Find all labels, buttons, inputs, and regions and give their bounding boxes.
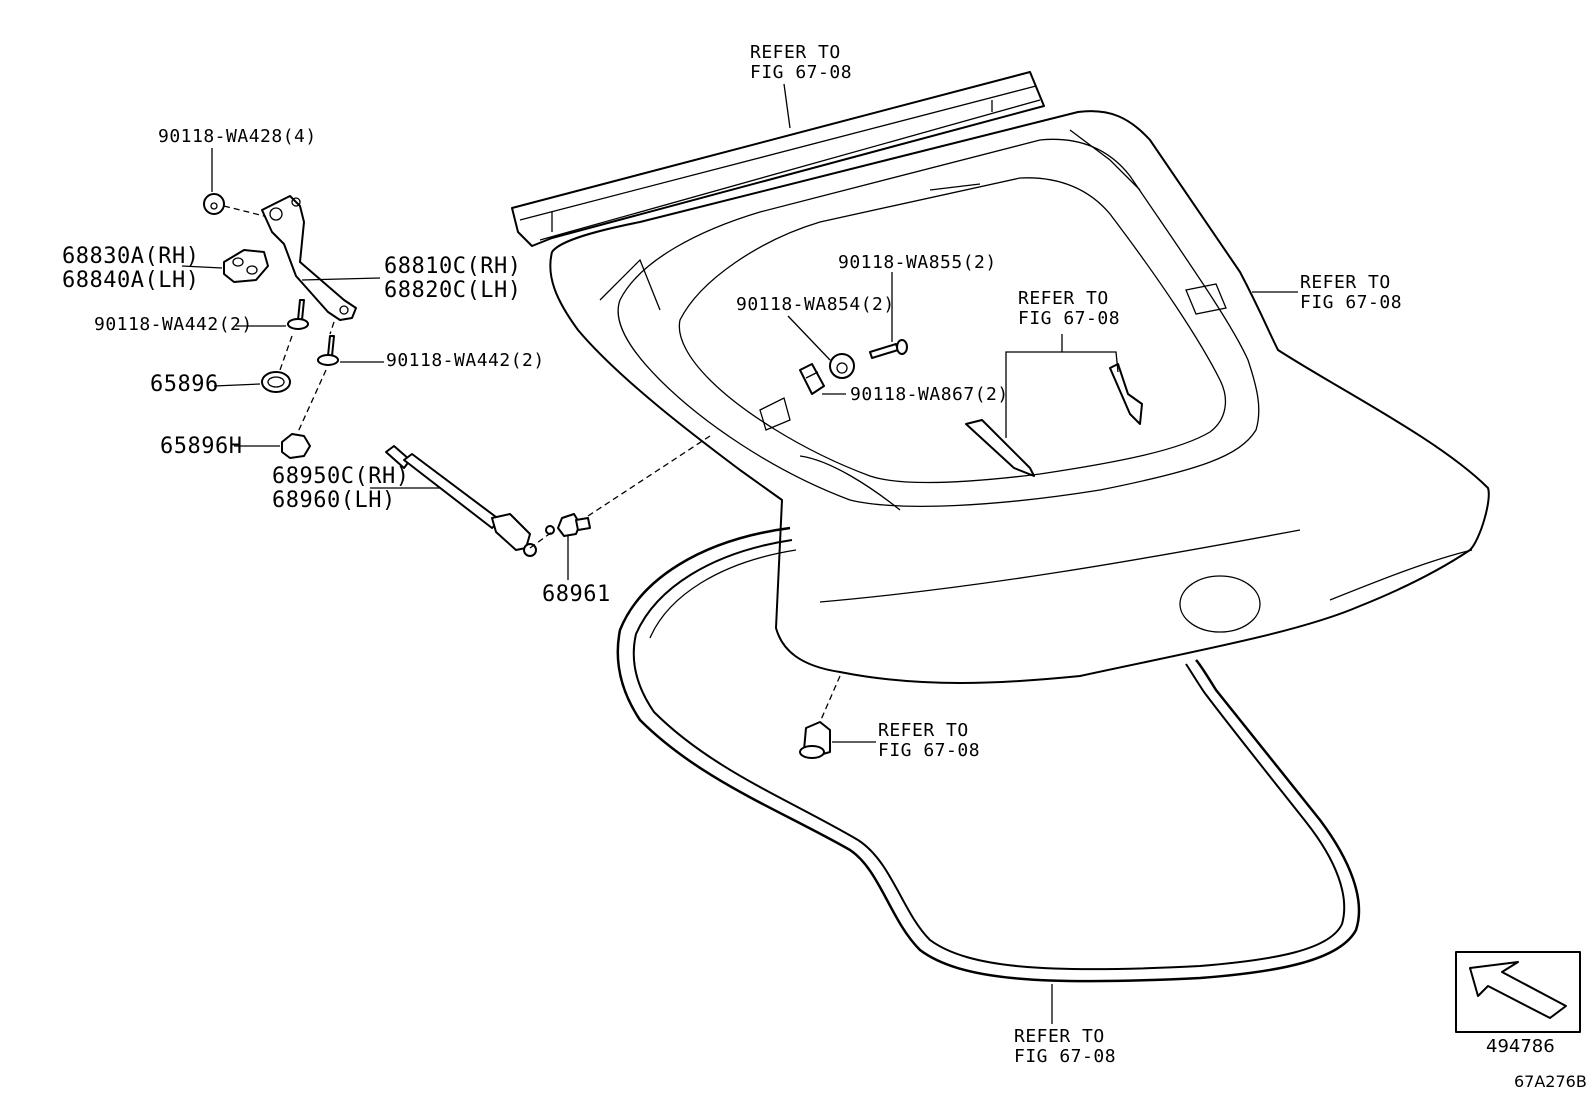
mid-refer-parts bbox=[965, 334, 1143, 477]
ref-top-line2: FIG 67-08 bbox=[750, 62, 853, 83]
dash-door-bumper bbox=[819, 675, 841, 723]
dash-wa442a-grommet bbox=[279, 335, 293, 371]
hinge-cover-part bbox=[223, 249, 269, 283]
bolt-wa428-part bbox=[203, 193, 225, 215]
ref-bottom-line2: FIG 67-08 bbox=[1014, 1046, 1117, 1067]
hinge-part bbox=[261, 195, 357, 321]
ref-top-line1: REFER TO bbox=[750, 42, 841, 63]
label-bolt-wa442-b: 90118-WA442(2) bbox=[386, 350, 545, 371]
label-nut-wa854: 90118-WA854(2) bbox=[736, 294, 895, 315]
label-screw-wa855: 90118-WA855(2) bbox=[838, 252, 997, 273]
diagram-number: 494786 bbox=[1486, 1036, 1555, 1057]
nut-wa854-part bbox=[829, 353, 855, 379]
label-cover-lh: 68840A(LH) bbox=[62, 268, 200, 293]
dash-stay-stud bbox=[529, 531, 553, 549]
clip-wa867-part bbox=[799, 363, 825, 395]
label-clip-wa867: 90118-WA867(2) bbox=[850, 384, 1009, 405]
orientation-box bbox=[1455, 951, 1581, 1033]
damper-stay-part bbox=[385, 445, 537, 557]
leader-cover bbox=[181, 265, 223, 269]
ref-right-line2: FIG 67-08 bbox=[1300, 292, 1403, 313]
leader-grommet bbox=[213, 383, 261, 387]
ref-bumper-line1: REFER TO bbox=[878, 720, 969, 741]
grommet-h-part bbox=[281, 433, 311, 459]
ref-bottom-line1: REFER TO bbox=[1014, 1026, 1105, 1047]
screw-wa855-part bbox=[869, 339, 908, 359]
bolt-wa442-a-part bbox=[287, 299, 309, 330]
label-stud: 68961 bbox=[542, 582, 611, 607]
dash-hinge-wa442b bbox=[329, 321, 335, 335]
door-weatherstrip bbox=[616, 526, 1361, 983]
label-bolt-wa442-a: 90118-WA442(2) bbox=[94, 314, 253, 335]
stud-part bbox=[545, 513, 591, 537]
label-bolt-wa428: 90118-WA428(4) bbox=[158, 126, 317, 147]
leader-wa854 bbox=[787, 315, 831, 361]
bolt-wa442-b-part bbox=[317, 335, 339, 366]
ref-bumper-line2: FIG 67-08 bbox=[878, 740, 981, 761]
label-grommet-h: 65896H bbox=[160, 434, 243, 459]
ref-mid-line1: REFER TO bbox=[1018, 288, 1109, 309]
leader-hinge bbox=[301, 277, 381, 281]
label-hinge-rh: 68810C(RH) bbox=[384, 254, 522, 279]
back-door-panel bbox=[549, 110, 1490, 684]
grommet-part bbox=[261, 371, 291, 393]
label-cover-rh: 68830A(RH) bbox=[62, 244, 200, 269]
label-grommet: 65896 bbox=[150, 372, 219, 397]
roof-molding bbox=[511, 71, 1045, 247]
dash-wa442b-grommet-h bbox=[297, 369, 327, 433]
label-stay-lh: 68960(LH) bbox=[272, 488, 396, 513]
dash-stud-door bbox=[587, 435, 711, 517]
figure-code: 67A276B bbox=[1514, 1072, 1587, 1091]
dash-wa428-hinge bbox=[223, 205, 265, 217]
bumper-stop-part bbox=[799, 721, 831, 759]
leader-roof bbox=[783, 83, 791, 129]
label-stay-rh: 68950C(RH) bbox=[272, 464, 410, 489]
ref-right-line1: REFER TO bbox=[1300, 272, 1391, 293]
label-hinge-lh: 68820C(LH) bbox=[384, 278, 522, 303]
ref-mid-line2: FIG 67-08 bbox=[1018, 308, 1121, 329]
